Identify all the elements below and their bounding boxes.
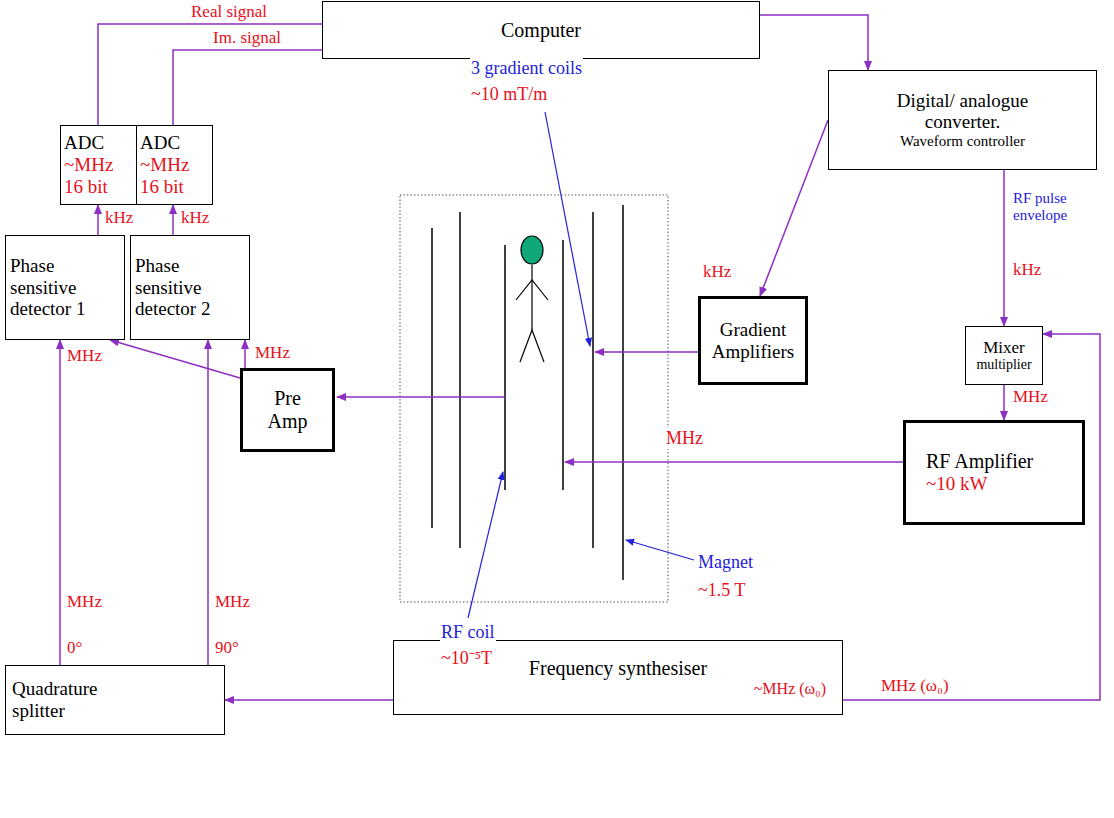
box-detail: ~MHz: [64, 154, 113, 176]
signal-connector: [1003, 385, 1005, 420]
rf-transmit-wire: [565, 461, 903, 463]
signal-connector: [244, 340, 246, 368]
adc-box: ADC~MHz16 bit: [60, 125, 137, 205]
signal-label: MHz: [665, 428, 704, 449]
gradient-wire: [595, 351, 698, 353]
box-title: Quadrature splitter: [12, 678, 142, 722]
signal-connector: [173, 50, 322, 125]
connector-label: Im. signal: [212, 28, 282, 48]
patient-figure: [516, 236, 548, 362]
preamp-box: Pre Amp: [240, 368, 335, 452]
box-title: ADC: [140, 132, 180, 154]
connector-label: Real signal: [190, 2, 268, 22]
connector-label: kHz: [702, 262, 732, 282]
coil-lines: [432, 205, 623, 580]
connector-label: MHz: [66, 592, 103, 612]
signal-connector: [1003, 170, 1005, 326]
box-detail: Waveform controller: [900, 133, 1025, 150]
signal-connector: [225, 699, 393, 701]
box-detail: multiplier: [976, 357, 1031, 373]
signal-label: ~1.5 T: [697, 580, 746, 601]
amplifier-box: RF Amplifier~10 kW: [903, 420, 1085, 525]
box-title: Gradient Amplifiers: [705, 319, 801, 363]
connector-label: MHz: [66, 346, 103, 366]
computer-box: Computer: [322, 1, 760, 59]
box-detail: ~MHz (ω₀): [754, 680, 826, 698]
signal-connector: [110, 340, 240, 378]
box-detail: 16 bit: [140, 176, 184, 198]
connector-label: kHz: [104, 208, 134, 228]
signal-label: Magnet: [697, 552, 754, 573]
signal-connector: [207, 340, 209, 665]
signal-label: RF coil: [440, 622, 496, 643]
box-detail: ~10 kW: [926, 473, 987, 495]
signal-label: 90°: [214, 638, 240, 658]
signal-connector: [59, 340, 61, 665]
rf-coil-signal-wire: [337, 396, 505, 398]
box-title: Phase sensitive detector 2: [135, 255, 230, 321]
detector-box: Phase sensitive detector 2: [130, 235, 250, 340]
mixer-box: Mixermultiplier: [965, 326, 1043, 385]
amplifier-box: Gradient Amplifiers: [698, 296, 808, 385]
signal-label: 0°: [66, 638, 83, 658]
signal-label: ~10⁻⁵T: [440, 648, 493, 669]
dac-box: Digital/ analogue converter.Waveform con…: [828, 70, 1097, 170]
connector-label: MHz: [254, 343, 291, 363]
box-title: ADC: [64, 132, 104, 154]
box-title: Frequency synthesiser: [529, 657, 707, 680]
signal-connector: [98, 24, 322, 125]
box-title: Phase sensitive detector 1: [10, 255, 105, 321]
box-title: Pre Amp: [263, 387, 313, 433]
signal-label: kHz: [1012, 260, 1042, 280]
signal-connector: [172, 205, 174, 235]
signal-connector: [97, 205, 99, 235]
rf-coil-leader: [468, 472, 503, 618]
connector-label: MHz (ω₀): [880, 676, 950, 696]
connector-label: MHz: [1012, 387, 1049, 407]
signal-connector: [760, 15, 868, 70]
signal-connector: [843, 334, 1100, 700]
box-title: Digital/ analogue converter.: [873, 90, 1053, 134]
box-detail: ~MHz: [140, 154, 189, 176]
signal-label: 3 gradient coils: [470, 58, 583, 79]
detector-box: Phase sensitive detector 1: [5, 235, 125, 340]
box-title: RF Amplifier: [926, 450, 1033, 473]
box-detail: 16 bit: [64, 176, 108, 198]
adc-box: ADC~MHz16 bit: [136, 125, 213, 205]
box-title: Computer: [501, 19, 581, 42]
box-title: Mixer: [983, 338, 1025, 358]
connector-label: MHz: [214, 592, 251, 612]
connector-label: RF pulse envelope: [1012, 190, 1100, 225]
magnet-leader: [626, 540, 694, 560]
gradient-coil-leader: [545, 112, 590, 346]
signal-connector: [760, 120, 828, 296]
connector-label: kHz: [180, 208, 210, 228]
splitter-box: Quadrature splitter: [5, 665, 225, 735]
signal-label: ~10 mT/m: [470, 84, 548, 105]
